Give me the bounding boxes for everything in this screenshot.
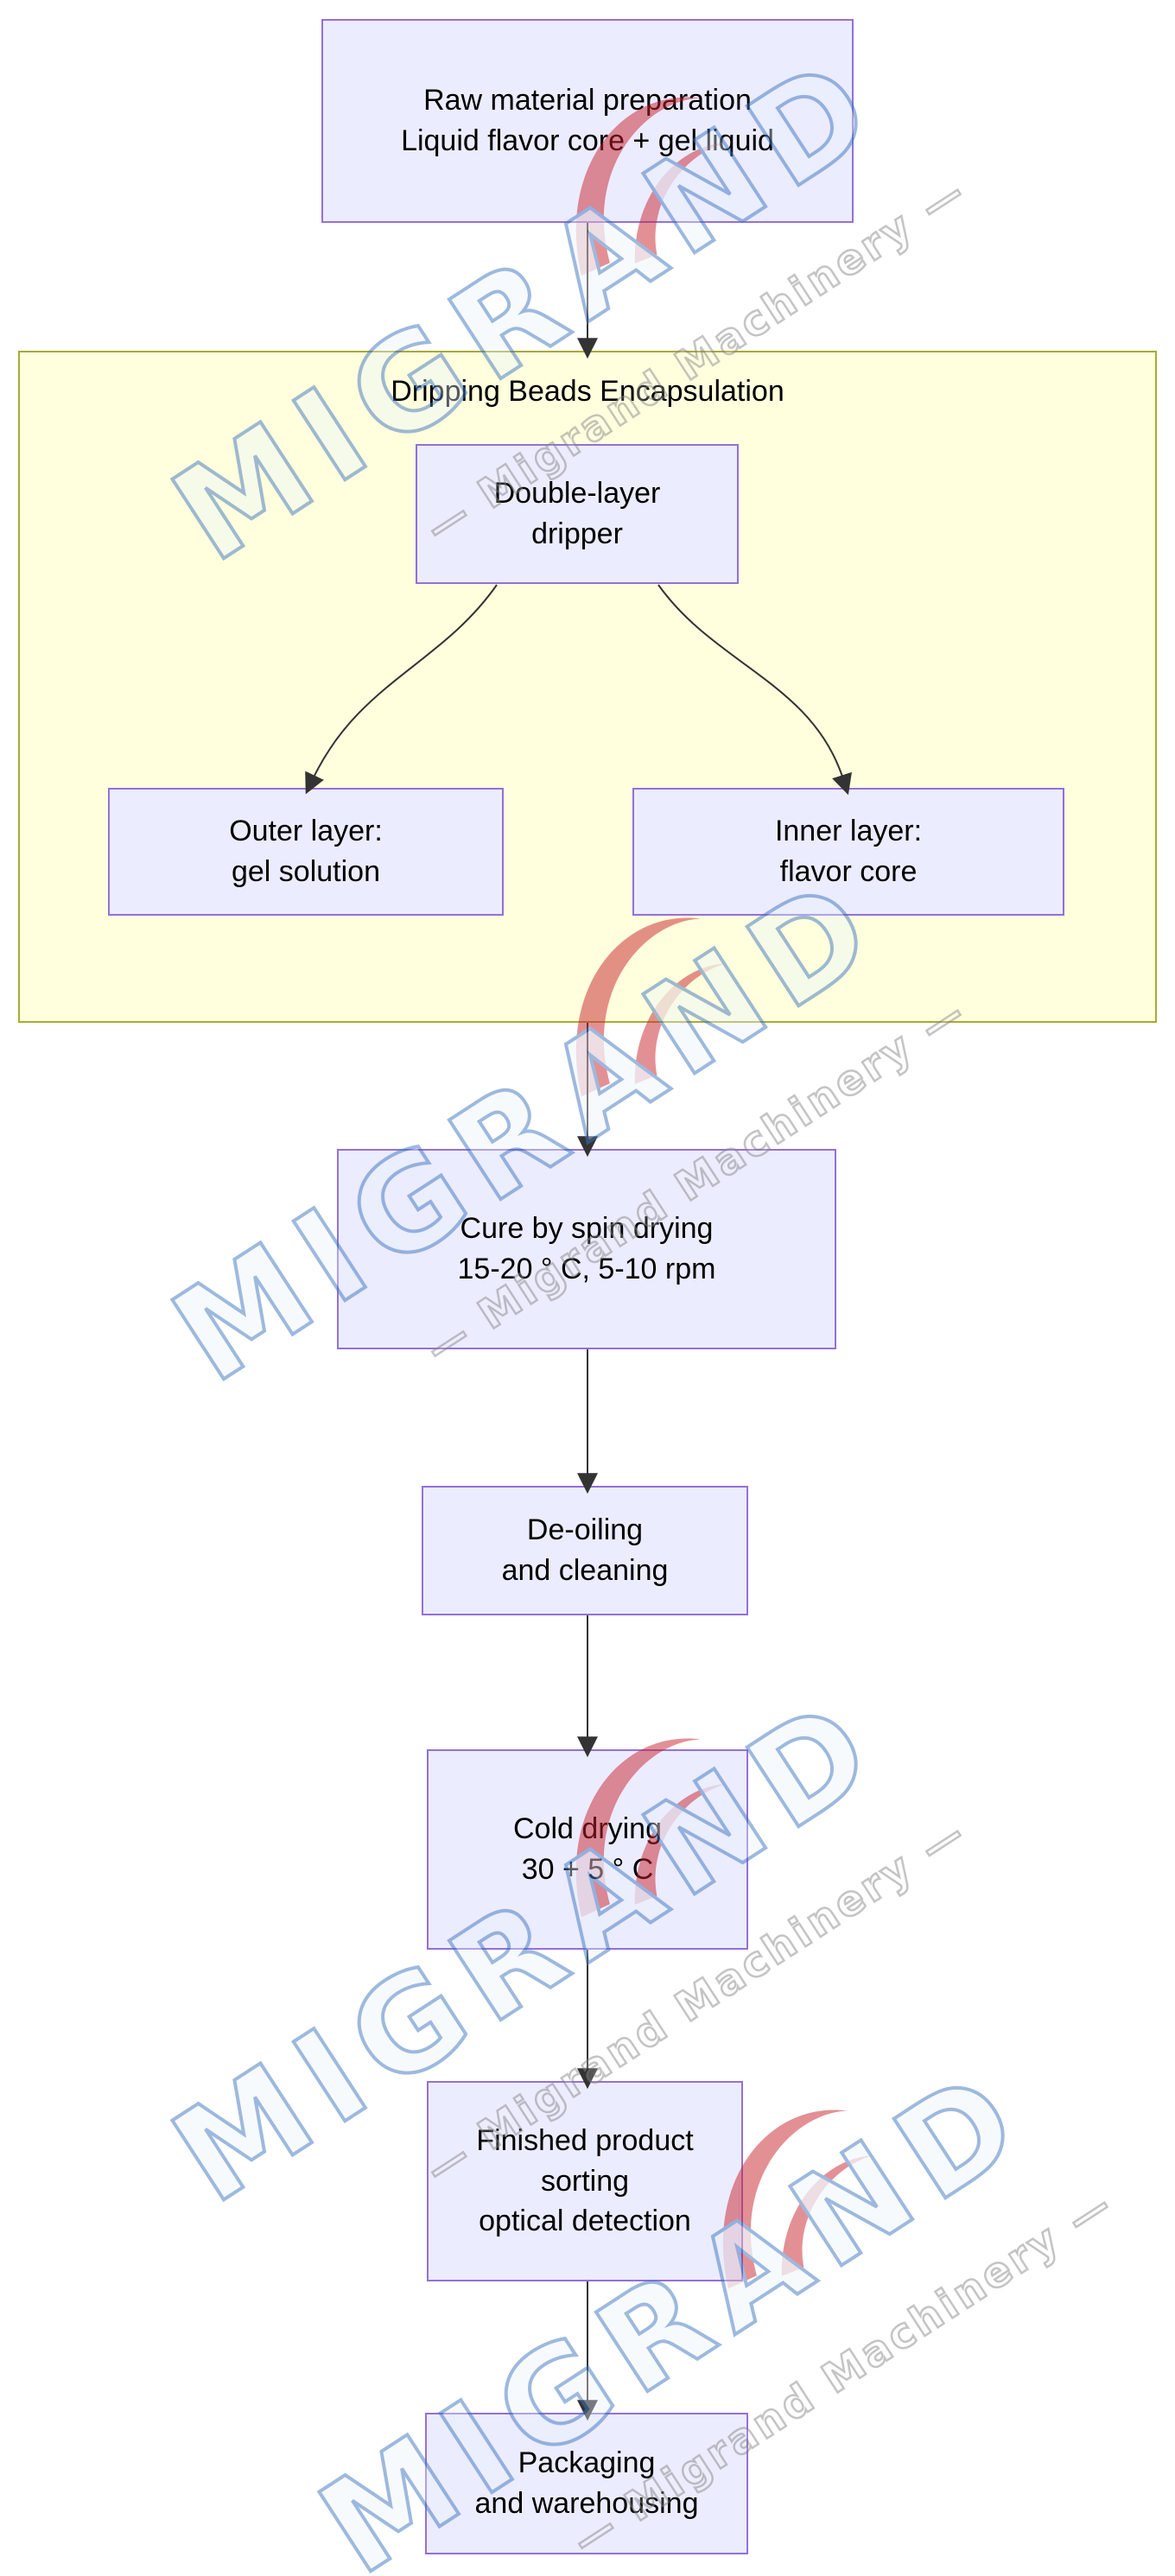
node-finished-product-sorting: Finished product sorting optical detecti…	[427, 2081, 743, 2281]
node-text-line: Cure by spin drying	[460, 1212, 714, 1246]
node-de-oiling-and-cleaning: De-oiling and cleaning	[422, 1486, 748, 1615]
node-text-line: Double-layer	[493, 477, 661, 511]
node-text-line: Inner layer:	[774, 815, 923, 848]
node-text-line: 30 + 5 ° C	[521, 1853, 654, 1886]
node-double-layer-dripper: Double-layer dripper	[416, 444, 739, 584]
watermark: MIGRAND — Migrand Machinery —	[107, 1621, 1034, 2403]
node-inner-layer-flavor-core: Inner layer: flavor core	[632, 788, 1064, 916]
node-text-line: optical detection	[479, 2205, 691, 2238]
node-text-line: 15-20 ° C, 5-10 rpm	[457, 1253, 716, 1285]
node-cure-by-spin-drying: Cure by spin drying 15-20 ° C, 5-10 rpm	[337, 1149, 836, 1349]
node-packaging-and-warehousing: Packaging and warehousing	[425, 2413, 748, 2554]
node-text-line: De-oiling	[526, 1513, 644, 1547]
node-text-line: dripper	[531, 517, 623, 550]
node-text-line: and warehousing	[474, 2487, 699, 2520]
node-text-line: Finished product	[476, 2123, 694, 2157]
node-text-line: and cleaning	[501, 1554, 669, 1587]
cluster-title: Dripping Beads Encapsulation	[391, 375, 784, 408]
node-text-line: flavor core	[779, 855, 918, 888]
node-raw-material-preparation: Raw material preparation Liquid flavor c…	[321, 19, 854, 223]
node-cold-drying: Cold drying 30 + 5 ° C	[427, 1749, 748, 1950]
node-text-line: Cold drying	[513, 1812, 662, 1846]
node-text-line: Raw material preparation	[423, 84, 752, 117]
node-text-line: Packaging	[518, 2446, 656, 2480]
node-text-line: gel solution	[231, 855, 380, 888]
node-text-line: Outer layer:	[229, 815, 383, 848]
node-text-line: sorting	[540, 2164, 630, 2198]
node-text-line: Liquid flavor core + gel liquid	[401, 124, 774, 157]
node-outer-layer-gel-solution: Outer layer: gel solution	[108, 788, 504, 916]
